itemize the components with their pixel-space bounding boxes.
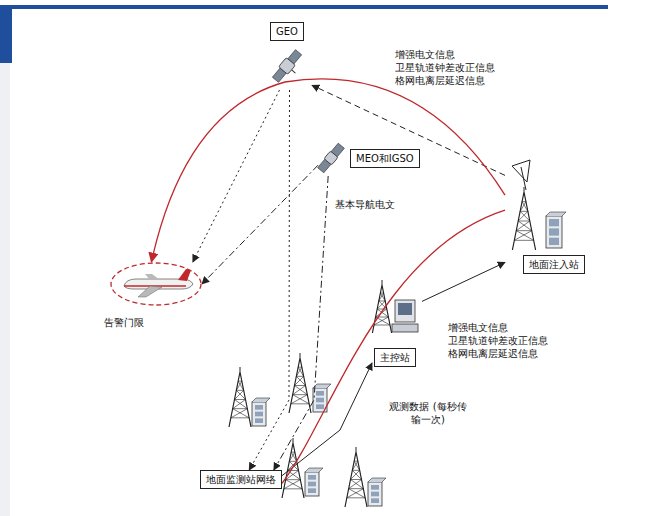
computer-icon <box>392 300 418 332</box>
node-label: GEO <box>270 22 304 41</box>
node-label: 地面监测站网络 <box>200 470 282 489</box>
info-label: 格网电离层延迟信息 <box>395 74 485 87</box>
node-label: MEO和IGSO <box>350 149 420 168</box>
frame-bar <box>10 5 608 9</box>
info-label: 增强电文信息 <box>395 48 455 61</box>
tower-icon <box>229 367 251 427</box>
station-building <box>313 384 331 412</box>
signal-arrow <box>282 363 372 476</box>
station-node: 地面监测站网络 <box>200 470 282 489</box>
station-node: 地面注入站 <box>505 158 593 274</box>
tower-icon <box>345 447 367 507</box>
signal-arrow <box>274 176 328 470</box>
station-building <box>546 212 566 248</box>
dish-antenna <box>512 160 530 190</box>
edge-label: 基本导航电文 <box>335 198 395 211</box>
loop-curve <box>151 79 505 262</box>
tower-icon <box>512 187 535 250</box>
region-label: 告警门限 <box>104 316 144 329</box>
signal-arrow <box>193 90 280 262</box>
station-building <box>368 478 386 506</box>
signal-arrow <box>249 90 289 470</box>
alarm-region: 告警门限 <box>110 262 202 306</box>
node-label: 地面注入站 <box>523 255 585 274</box>
alarm-ellipse <box>111 263 201 305</box>
aircraft-icon <box>124 269 193 297</box>
frame-block <box>0 5 12 63</box>
frame-shade <box>0 63 10 516</box>
signal-arrow <box>422 262 505 301</box>
tower-icon <box>372 280 391 333</box>
info-label: 增强电文信息 <box>448 321 508 334</box>
edge-label: 观测数据 (每秒传输一次) <box>388 400 468 426</box>
info-label: 卫星轨道钟差改正信息 <box>395 61 495 74</box>
signal-arrow <box>202 165 318 284</box>
station-node: MEO和IGSO <box>318 140 420 176</box>
info-label: 卫星轨道钟差改正信息 <box>448 334 548 347</box>
info-label: 格网电离层延迟信息 <box>448 347 538 360</box>
signal-arrow <box>312 85 505 175</box>
station-building <box>252 398 270 426</box>
tower-icon <box>289 353 311 413</box>
station-node: 主控站 <box>372 285 422 367</box>
station-building <box>305 468 323 496</box>
satellite-icon <box>317 143 345 174</box>
station-node: GEO <box>262 22 312 90</box>
node-label: 主控站 <box>374 348 416 367</box>
